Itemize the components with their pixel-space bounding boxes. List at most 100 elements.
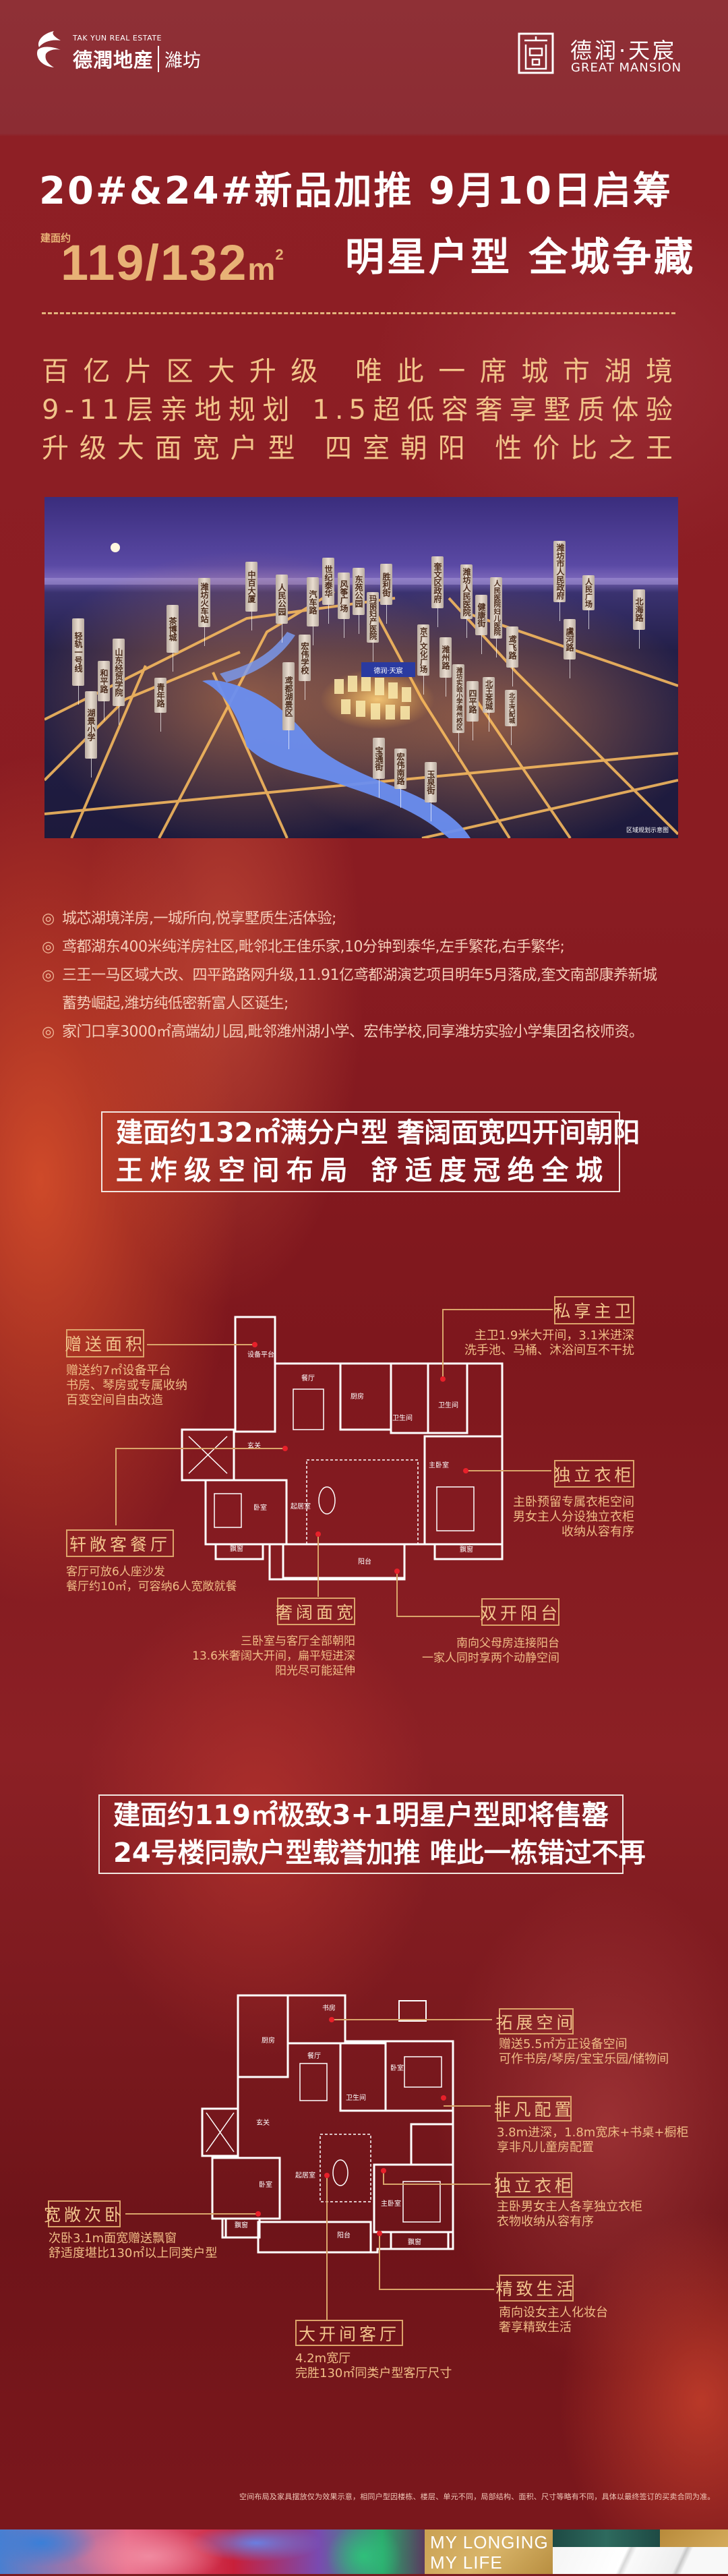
feature-bullet-text: 城芯湖境洋房,一城所向,悦享墅质生活体验; (62, 910, 336, 927)
project-badge: 德润·天宸 (361, 662, 415, 677)
selling-point: 百亿片区大升级 唯此一席城市湖境 (42, 356, 678, 387)
project-chinese-name: 德润·天宸 (570, 38, 677, 63)
project-logo: 德润·天宸 GREAT MANSION (518, 32, 693, 76)
landmark-pole (386, 605, 387, 624)
swirl-logo-icon (37, 31, 61, 67)
feature-bullet-text: 三王一马区域大改、四平路路网升级,11.91亿鸢都湖演艺项目明年5月落成,奎文南… (62, 967, 657, 1012)
desc-line: 4.2m宽厅 (295, 2351, 351, 2366)
landmark-tag: 宝通街 (373, 738, 385, 779)
plan1-heading-box: 建面约132㎡满分户型 奢阔面宽四开间朝阳 王炸级空间布局 舒适度冠绝全城 (101, 1111, 640, 1192)
landmark-tag: 潍坊火车站 (198, 578, 210, 627)
selling-point: 9-11层亲地规划 1.5超低容奢享墅质体验 (42, 394, 678, 426)
desc-line: 主卧男女主人各享独立衣柜 (497, 2200, 642, 2214)
landmark-pole (437, 608, 438, 627)
landmark-tag: 北王茶城 (483, 677, 495, 713)
feature-bullet: ◎城芯湖境洋房,一城所向,悦享墅质生活体验; (42, 905, 689, 933)
headline-slogan: 明星户型 全城争藏 (345, 234, 696, 280)
tagline-line: MY LIFE (430, 2552, 503, 2573)
developer-logo: TAK YUN REAL ESTATE 德潤地産 濰坊 (34, 30, 236, 72)
landmark-tag: 人民医院妇儿医院 (490, 577, 502, 639)
feature-bullet-text: 家门口享3000㎡高端幼儿园,毗邻潍州湖小学、宏伟学校,同享潍坊实验小学集团名校… (62, 1024, 644, 1041)
landmark-pole (466, 619, 467, 638)
landmark-tag: 人民公园 (276, 575, 288, 624)
desc-line: 阳光尽可能延伸 (275, 1664, 355, 1678)
bullet-circle-icon: ◎ (42, 967, 55, 984)
road-network (44, 590, 678, 838)
landmark-pole (496, 639, 497, 657)
callout-gift-area-desc: 赠送约7㎡设备平台 书房、琴房或专属收纳 百变空间自由改造 (66, 1364, 187, 1408)
callout-extended-space: 拓展空间 (496, 2008, 574, 2035)
desc-line: 享非凡儿童房配置 (497, 2140, 594, 2155)
headline-area: 建面约 119/132m2 明星户型 全城争藏 (40, 226, 715, 291)
callout-refined-living: 精致生活 (496, 2275, 574, 2302)
room-label: 卧室 (259, 2180, 272, 2189)
landmark-tag: 虞河路 (564, 619, 576, 660)
landmark-tag: 风筝广场 (338, 573, 350, 619)
room-label: 玄关 (247, 1441, 261, 1450)
landmark-pole (379, 779, 380, 798)
landmark-tag: 四平路 (466, 681, 479, 722)
landmark-tag: 健康街 (475, 595, 487, 635)
plan1-room-labels: 设备平台 餐厅 厨房 玄关 卧室 起居室 飘窗 阳台 卫生间 卫生间 主卧室 飘… (230, 1350, 473, 1566)
callout-living-dining: 轩敞客餐厅 (66, 1529, 174, 1557)
callout-wide-frontage-desc: 三卧室与客厅全部朝阳 13.6米奢阔大开间，扁平短进深 阳光尽可能延伸 (192, 1634, 355, 1678)
desc-line: 客厅可放6人座沙发 (66, 1565, 165, 1579)
plan1-heading-line: 建面约132㎡满分户型 奢阔面宽四开间朝阳 (116, 1117, 640, 1148)
callout-wardrobe-2: 独立衣柜 (494, 2172, 572, 2198)
callout-refined-living-desc: 南向设女主人化妆台 奢享精致生活 (499, 2306, 608, 2335)
room-label: 飘窗 (408, 2237, 421, 2246)
room-label: 起居室 (295, 2171, 315, 2179)
landmark-pole (91, 759, 92, 778)
plan2-heading-line: 建面约119㎡极致3+1明星户型即将售罄 (113, 1800, 609, 1831)
room-label: 卫生间 (438, 1401, 458, 1409)
landmark-tag: 潍坊市人民政府 (553, 541, 566, 602)
room-label: 玄关 (256, 2118, 270, 2127)
bullet-circle-icon: ◎ (42, 939, 55, 956)
callout-double-balcony: 双开阳台 (480, 1598, 559, 1626)
floorplan-119 (201, 1994, 454, 2254)
area-unit: m (247, 252, 276, 287)
desc-line: 三卧室与客厅全部朝阳 (241, 1635, 355, 1648)
room-label: 卫生间 (346, 2093, 366, 2102)
callout-second-bedroom: 宽敞次卧 (44, 2200, 121, 2227)
bullet-circle-icon: ◎ (42, 1024, 55, 1041)
room-label: 餐厅 (301, 1374, 315, 1382)
brand-english-name: TAK YUN REAL ESTATE (73, 34, 162, 42)
area-unit-sup: 2 (275, 246, 284, 263)
landmark-tag: 玛丽妇产医院 (367, 592, 379, 643)
landmark-tag: 宏伟学校 (299, 635, 311, 681)
desc-line: 一家人同时享两个动静空间 (422, 1651, 559, 1665)
feature-bullet-list: ◎城芯湖境洋房,一城所向,悦享墅质生活体验; ◎鸢都湖东400米纯洋房社区,毗邻… (42, 905, 689, 1047)
desc-line: 餐厅约10㎡，可容纳6人宽敞就餐 (66, 1580, 237, 1593)
plan2-leader-lines (125, 2019, 494, 2320)
callout-living-room: 大开间客厅 (295, 2320, 403, 2346)
room-label: 主卧室 (381, 2199, 401, 2208)
desc-line: 百变空间自由改造 (66, 1393, 163, 1407)
landmark-tag: 宏伟南路 (394, 749, 406, 789)
desc-line: 次卧3.1m面宽赠送飘窗 (49, 2231, 177, 2246)
landmark-pole (160, 713, 161, 732)
landmark-tag: 北王汽配城 (505, 690, 517, 726)
lake (202, 680, 471, 838)
landmark-tag: 人民广场 (582, 575, 595, 610)
plan1-leader-lines (115, 1309, 553, 1617)
callout-extended-space-desc: 赠送5.5㎡方正设备空间 可作书房/琴房/宝宝乐园/储物间 (499, 2037, 669, 2067)
landmark-tag: 东苑公园 (353, 568, 365, 615)
brand-city: 濰坊 (158, 45, 201, 72)
landmark-pole (588, 610, 589, 629)
tagline-panel: MY LONGING MY LIFE (425, 2529, 553, 2574)
landmark-pole (328, 605, 329, 624)
room-label: 飘窗 (235, 2221, 248, 2229)
landmark-tag: 潍坊人民医院 (460, 564, 473, 619)
landmark-tag: 潍州路 (439, 637, 452, 678)
landmark-pole (423, 676, 424, 695)
landmark-pole (458, 733, 459, 752)
landmark-tag: 京广文化广场 (417, 624, 429, 676)
headline-launch: 20#&24#新品加推 9月10日启筹 (39, 169, 673, 213)
plan2-marker-dots (255, 2017, 446, 2236)
desc-line: 赠送5.5㎡方正设备空间 (499, 2037, 628, 2051)
landmark-tag: 中百大厦 (245, 562, 257, 612)
callout-second-bedroom-desc: 次卧3.1m面宽赠送飘窗 舒适度堪比130㎡以上同类户型 (49, 2231, 217, 2261)
